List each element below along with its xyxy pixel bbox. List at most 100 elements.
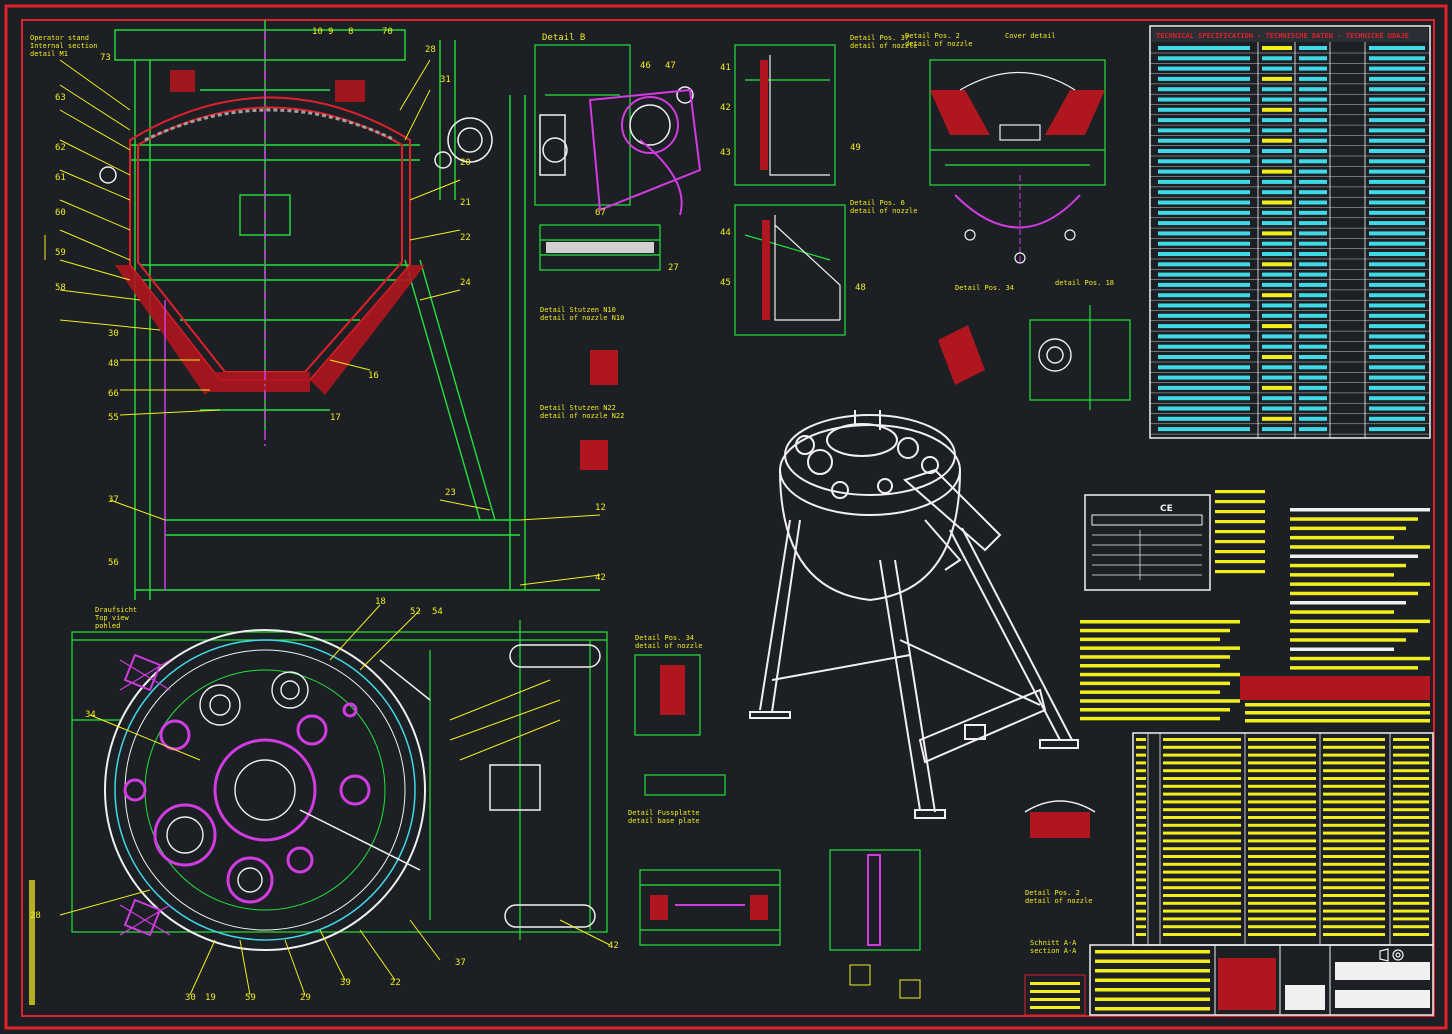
- parts-row-no: [1136, 769, 1146, 773]
- spec-row-label: [1369, 272, 1425, 277]
- parts-row-note: [1393, 777, 1429, 780]
- parts-row-name: [1163, 839, 1241, 843]
- spec-row-value: [1299, 179, 1327, 184]
- parts-row-note: [1393, 769, 1429, 773]
- parts-row-name: [1163, 800, 1241, 804]
- spec-row-value: [1299, 231, 1327, 236]
- spec-row-value: [1299, 56, 1327, 61]
- spec-row-label: [1158, 427, 1250, 432]
- parts-row-standard: [1323, 878, 1385, 882]
- spec-row-value: [1299, 221, 1327, 226]
- parts-row-name: [1163, 917, 1241, 921]
- svg-text:28: 28: [425, 45, 436, 55]
- parts-row-material: [1248, 925, 1316, 929]
- parts-row-standard: [1323, 753, 1385, 757]
- parts-row-note: [1393, 753, 1429, 757]
- spec-row-value: [1299, 107, 1327, 112]
- spec-row-value: [1299, 241, 1327, 246]
- svg-text:detail of nozzle N22: detail of nozzle N22: [540, 412, 624, 420]
- svg-text:Cover detail: Cover detail: [1005, 32, 1056, 40]
- spec-row-label: [1369, 303, 1425, 308]
- spec-row-label: [1158, 344, 1250, 349]
- note-line: [1290, 554, 1418, 558]
- spec-row-value: [1299, 76, 1327, 81]
- svg-text:54: 54: [432, 607, 443, 617]
- parts-row-name: [1163, 878, 1241, 882]
- spec-row-value: [1299, 427, 1327, 432]
- nameplate-drawing: CE: [1084, 494, 1211, 591]
- spec-row-label: [1369, 169, 1425, 174]
- note-line: [1290, 526, 1406, 531]
- spec-row-value: [1262, 179, 1292, 184]
- spec-row-label: [1158, 159, 1250, 164]
- spec-row-value: [1299, 159, 1327, 164]
- general-notes-blocks: [1080, 490, 1430, 723]
- spec-row-label: [1158, 138, 1250, 143]
- parts-row-material: [1248, 886, 1316, 890]
- parts-row-standard: [1323, 847, 1385, 851]
- spec-row-value: [1299, 282, 1327, 287]
- svg-text:29: 29: [300, 993, 311, 1003]
- parts-row-standard: [1323, 909, 1385, 913]
- svg-text:Detail Stutzen N22: Detail Stutzen N22: [540, 404, 616, 412]
- spec-row-label: [1369, 149, 1425, 153]
- spec-table-title: TECHNICAL SPECIFICATION - TECHNISCHE DAT…: [1156, 32, 1409, 40]
- parts-row-material: [1248, 862, 1316, 866]
- parts-row-name: [1163, 784, 1241, 788]
- svg-text:70: 70: [382, 27, 393, 37]
- note-line: [1080, 620, 1240, 624]
- spec-row-label: [1369, 46, 1425, 50]
- spec-row-value: [1299, 252, 1327, 256]
- parts-row-no: [1136, 933, 1146, 936]
- parts-row-standard: [1323, 894, 1385, 897]
- svg-text:28: 28: [30, 911, 41, 921]
- parts-row-note: [1393, 909, 1429, 913]
- spec-row-label: [1369, 56, 1425, 61]
- isometric-vessel-view: [749, 410, 1079, 819]
- parts-row-name: [1163, 823, 1241, 827]
- legend-row: [1030, 982, 1080, 985]
- parts-row-material: [1248, 870, 1316, 874]
- parts-row-name: [1163, 870, 1241, 874]
- svg-text:pohled: pohled: [95, 622, 120, 630]
- parts-row-no: [1136, 823, 1146, 827]
- parts-row-name: [1163, 745, 1241, 749]
- spec-row-value: [1262, 344, 1292, 349]
- svg-text:detail of nozzle: detail of nozzle: [850, 42, 917, 50]
- spec-row-label: [1158, 355, 1250, 359]
- svg-text:49: 49: [850, 143, 861, 153]
- parts-row-name: [1163, 808, 1241, 812]
- svg-text:58: 58: [55, 283, 66, 293]
- spec-row-label: [1158, 200, 1250, 205]
- parts-row-no: [1136, 862, 1146, 866]
- parts-row-name: [1163, 738, 1241, 741]
- svg-text:56: 56: [108, 558, 119, 568]
- svg-text:Detail Pos. 34: Detail Pos. 34: [955, 284, 1014, 292]
- spec-row-value: [1262, 396, 1292, 401]
- spec-row-value: [1262, 46, 1292, 50]
- spec-row-value: [1262, 365, 1292, 370]
- svg-text:59: 59: [245, 993, 256, 1003]
- ce-mark-icon: CE: [1160, 504, 1173, 514]
- bottom-detail-views: Detail Pos. 34 detail of nozzle Detail F…: [628, 634, 1096, 955]
- spec-row-value: [1262, 221, 1292, 226]
- note-line: [1080, 672, 1240, 677]
- parts-row-name: [1163, 933, 1241, 936]
- svg-text:42: 42: [608, 941, 619, 951]
- spec-row-value: [1299, 138, 1327, 143]
- svg-text:42: 42: [720, 103, 731, 113]
- note-line: [1290, 647, 1394, 651]
- note-line: [1245, 703, 1430, 707]
- spec-row-label: [1369, 97, 1425, 102]
- spec-row-value: [1262, 334, 1292, 339]
- svg-text:31: 31: [440, 75, 451, 85]
- spec-row-label: [1158, 385, 1250, 390]
- svg-text:30: 30: [185, 993, 196, 1003]
- parts-row-note: [1393, 870, 1429, 874]
- parts-row-material: [1248, 909, 1316, 913]
- note-line: [1215, 560, 1265, 564]
- spec-row-label: [1158, 231, 1250, 236]
- svg-text:34: 34: [85, 710, 96, 720]
